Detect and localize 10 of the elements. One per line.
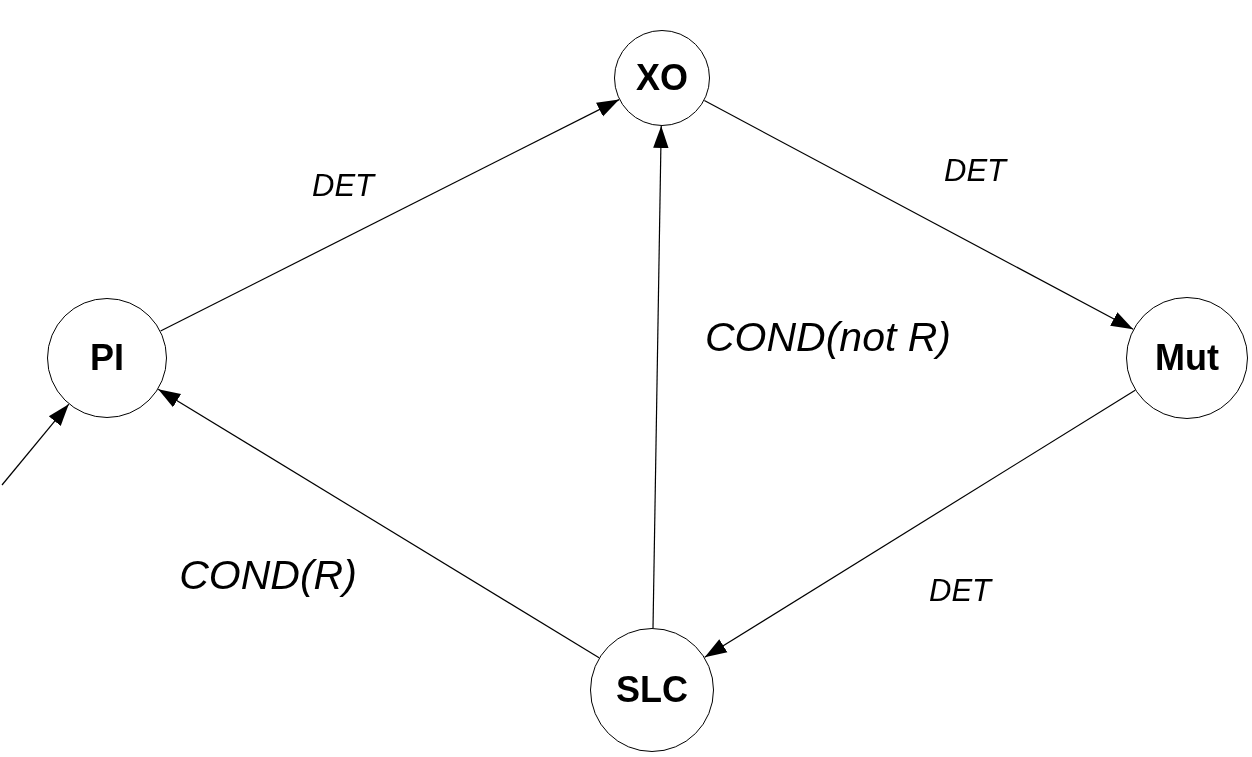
arrow bbox=[157, 388, 600, 659]
state-label: SLC bbox=[616, 669, 688, 711]
state-label: XO bbox=[636, 57, 688, 99]
state-label: Mut bbox=[1155, 337, 1219, 379]
arrow bbox=[704, 389, 1136, 658]
arrow bbox=[652, 125, 669, 629]
arrow bbox=[159, 99, 620, 332]
arrow bbox=[1, 403, 70, 486]
state-label: PI bbox=[90, 337, 124, 379]
arrow bbox=[703, 100, 1134, 330]
